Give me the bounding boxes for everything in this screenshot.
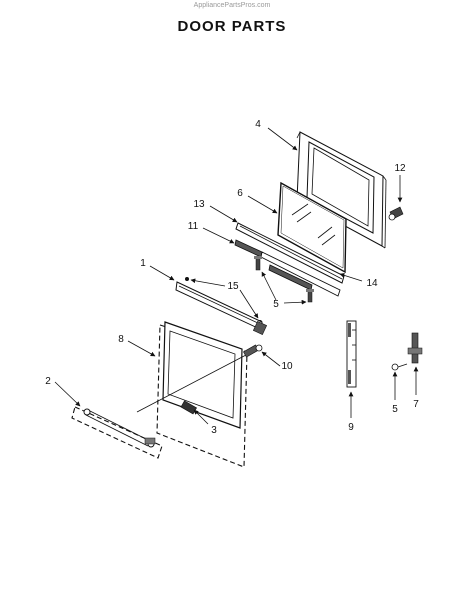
callout-7: 7 (413, 399, 419, 410)
callout-6: 6 (237, 188, 243, 199)
outer-door-panel[interactable] (296, 131, 387, 249)
callout-13: 13 (193, 199, 205, 210)
vent-strip-part-9[interactable] (346, 320, 357, 388)
door-glass[interactable] (277, 181, 347, 274)
leader-lines (54, 127, 419, 425)
callout-8: 8 (118, 334, 124, 345)
hinge-part-10[interactable] (243, 344, 263, 358)
callout-5-right: 5 (392, 404, 398, 415)
watermark: AppliancePartsPros.com (193, 2, 271, 9)
callout-14: 14 (366, 278, 378, 289)
callout-5-center: 5 (273, 299, 279, 310)
trim-strip-part-13[interactable] (235, 222, 345, 284)
callout-3: 3 (211, 425, 217, 436)
screw-part-5-lower[interactable] (306, 289, 314, 303)
callout-4: 4 (255, 119, 261, 130)
diagram-title: DOOR PARTS (177, 18, 287, 35)
screw-part-5-upper[interactable] (254, 256, 262, 271)
callout-2: 2 (45, 376, 51, 387)
callout-15: 15 (227, 281, 239, 292)
callout-9: 9 (348, 422, 354, 433)
bottom-rod-part-2[interactable] (71, 406, 163, 459)
latch-part-7[interactable] (407, 332, 423, 364)
hinge-bar-part-1[interactable] (175, 281, 268, 336)
screw-part-12[interactable] (388, 206, 404, 221)
callout-11: 11 (188, 221, 199, 232)
callout-labels: 4 12 6 13 11 14 1 15 5 8 10 2 3 9 5 7 (45, 119, 419, 436)
latch-screw-part-5[interactable] (391, 363, 408, 371)
inner-door-frame[interactable] (136, 321, 248, 468)
callout-1: 1 (140, 258, 146, 269)
callout-10: 10 (281, 361, 293, 372)
bracket-strip-part-11[interactable] (234, 239, 341, 297)
callout-12: 12 (394, 163, 406, 174)
